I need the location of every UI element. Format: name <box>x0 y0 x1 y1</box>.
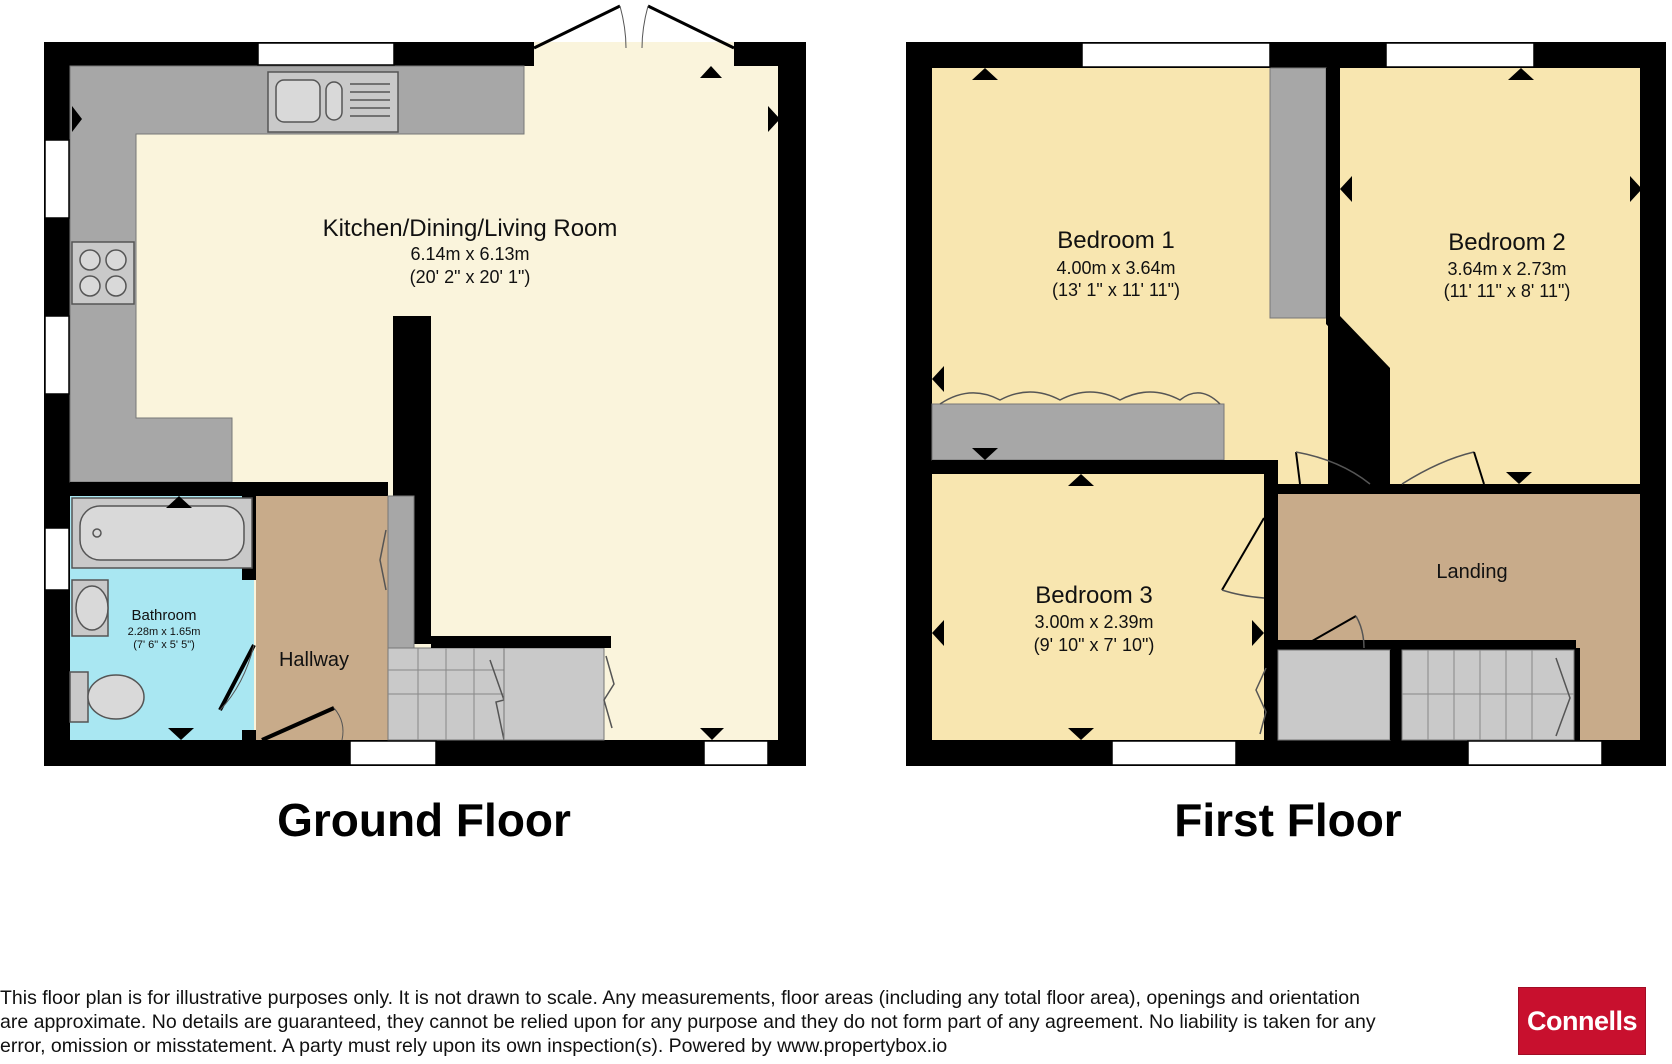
bedroom-1-door-icon <box>1295 451 1371 485</box>
basin-icon <box>71 579 109 637</box>
front-door-icon <box>261 706 344 742</box>
bathroom-wall-top <box>70 482 286 496</box>
bedroom-3-door-icon <box>1221 517 1265 599</box>
french-doors-icon <box>533 4 735 66</box>
bathroom-imperial: (7' 6" x 5' 5") <box>133 639 195 651</box>
bedroom-3-cupboard-door-icon <box>1255 667 1267 735</box>
bath-icon <box>71 497 253 569</box>
hob-icon <box>71 241 135 305</box>
chimney-breast <box>1269 67 1327 319</box>
landing-wall-top-right <box>1490 484 1640 494</box>
first-floor-title: First Floor <box>1174 794 1402 846</box>
bedroom-3-metric: 3.00m x 2.39m <box>1034 612 1153 632</box>
bedroom-3-floor <box>932 474 1264 740</box>
bathroom-wall-right-low <box>242 730 256 740</box>
bathroom-label: Bathroom <box>131 607 196 624</box>
bedroom-3-wall-right-low <box>1264 600 1278 660</box>
airing-cupboard <box>1277 649 1391 741</box>
bathroom-metric: 2.28m x 1.65m <box>128 626 201 638</box>
bedroom-2-floor <box>1340 68 1640 484</box>
kitchen-label: Kitchen/Dining/Living Room <box>323 215 618 242</box>
airing-cupboard-wall <box>1278 640 1576 650</box>
bathroom-door-icon <box>218 644 256 711</box>
bedroom-1-label: Bedroom 1 <box>1057 227 1174 254</box>
bedroom-2-metric: 3.64m x 2.73m <box>1447 259 1566 279</box>
cupboard-door-first-icon <box>1299 615 1365 649</box>
landing-wall-top-left <box>1278 484 1288 494</box>
first-stairs-icon <box>1401 649 1575 741</box>
hallway-wall-top <box>256 482 388 496</box>
hall-cupboard-unit <box>387 495 415 649</box>
kitchen-metric: 6.14m x 6.13m <box>410 244 529 264</box>
ground-dimension-arrows <box>72 66 780 740</box>
hallway-floor <box>256 496 388 740</box>
bedroom-1-floor <box>932 68 1328 484</box>
toilet-icon <box>69 671 145 723</box>
bedroom-3-wall-right <box>1264 460 1278 510</box>
landing-label: Landing <box>1436 561 1507 583</box>
bedroom-1-imperial: (13' 1" x 11' 11") <box>1052 280 1180 300</box>
ground-windows <box>44 42 769 766</box>
bedroom-3-label: Bedroom 3 <box>1035 582 1152 609</box>
cupboard-door-icon <box>603 655 615 729</box>
disclaimer-text: This floor plan is for illustrative purp… <box>0 987 1376 1057</box>
bedroom-2-door-icon <box>1401 451 1485 485</box>
hall-cupboard-door-icon <box>379 529 387 591</box>
bedroom-divider-wall <box>1326 68 1390 494</box>
ground-floor-title: Ground Floor <box>277 794 571 846</box>
connells-logo: Connells <box>1518 987 1646 1055</box>
bedroom-2-imperial: (11' 11" x 8' 11") <box>1444 281 1571 301</box>
first-dimension-arrows <box>932 68 1642 740</box>
landing-floor <box>1278 494 1640 740</box>
bedroom-3-wall-top <box>932 460 1278 474</box>
sink-icon <box>267 71 399 133</box>
stairs-wall <box>431 636 611 648</box>
cupboard-side-wall <box>1390 650 1402 740</box>
wardrobe-unit <box>931 403 1225 461</box>
understairs-cupboard <box>503 647 605 741</box>
bedroom-3-imperial: (9' 10" x 7' 10") <box>1034 635 1155 655</box>
kitchen-imperial: (20' 2" x 20' 1") <box>410 267 531 287</box>
ground-floor-plan: Kitchen/Dining/Living Room 6.14m x 6.13m… <box>44 4 806 846</box>
first-floor-plan: Bedroom 1 4.00m x 3.64m (13' 1" x 11' 11… <box>906 42 1666 846</box>
bedroom-1-metric: 4.00m x 3.64m <box>1056 258 1175 278</box>
bedroom-2-label: Bedroom 2 <box>1448 229 1565 256</box>
wardrobe-doors-icon <box>939 391 1221 405</box>
hallway-label: Hallway <box>279 649 349 671</box>
ground-stairs-icon <box>387 647 505 741</box>
first-windows <box>1081 42 1603 766</box>
